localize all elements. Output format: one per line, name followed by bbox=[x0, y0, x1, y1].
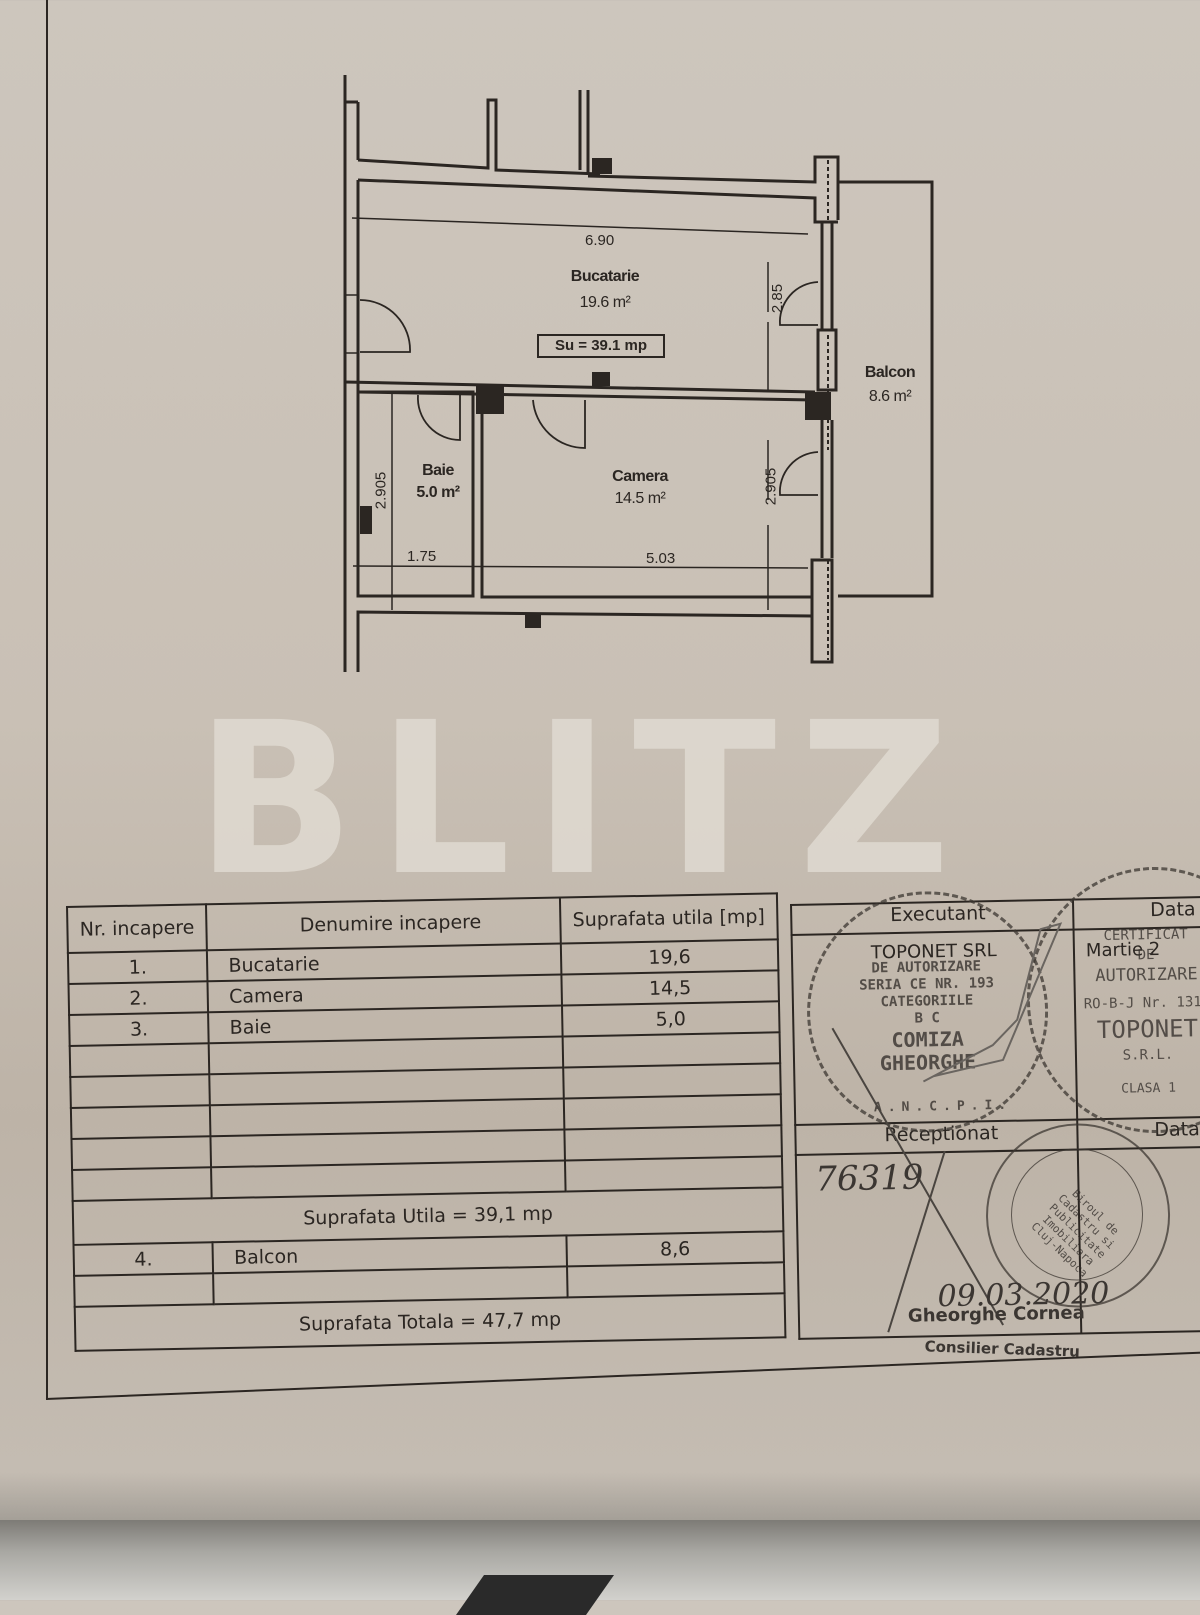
reception-number: 76319 bbox=[814, 1157, 924, 1200]
room-area-camera: 14.5 m² bbox=[614, 490, 666, 507]
signatory-title: Consilier Cadastru bbox=[924, 1337, 1081, 1361]
room-area-baie: 5.0 m² bbox=[416, 484, 460, 501]
dim-kitchen-width: 6.90 bbox=[585, 232, 615, 249]
cell-nr: 4. bbox=[73, 1242, 214, 1276]
dim-bath-depth: 2.905 bbox=[372, 471, 390, 510]
floor-plan: Bucatarie 19.6 m² Su = 39.1 mp Camera 14… bbox=[0, 0, 1200, 700]
dim-room-width: 5.03 bbox=[646, 550, 676, 567]
room-label-camera: Camera bbox=[612, 468, 668, 485]
cell-nr: 3. bbox=[69, 1012, 209, 1046]
cell-nr: 1. bbox=[67, 950, 208, 984]
room-area-table: Nr. incapere Denumire incapere Suprafata… bbox=[66, 892, 786, 1352]
document-border-left bbox=[46, 0, 48, 1400]
background-object bbox=[455, 1575, 615, 1615]
header-area: Suprafata utila [mp] bbox=[559, 893, 778, 944]
header-name: Denumire incapere bbox=[206, 897, 561, 951]
cell-nr: 2. bbox=[68, 981, 209, 1015]
page-bottom-edge bbox=[0, 1520, 1200, 1615]
floor-plan-drawing bbox=[343, 75, 934, 672]
cell-area: 5,0 bbox=[561, 1001, 780, 1037]
dim-room-depth: 2.905 bbox=[762, 467, 780, 506]
cell-area: 19,6 bbox=[560, 939, 779, 975]
cell-area: 8,6 bbox=[566, 1231, 784, 1267]
header-nr: Nr. incapere bbox=[67, 904, 208, 953]
signature-strokes bbox=[831, 922, 1063, 1333]
signatory-name: Gheorghe Cornea bbox=[907, 1302, 1085, 1327]
room-label-baie: Baie bbox=[422, 462, 454, 479]
cell-area: 14,5 bbox=[561, 970, 779, 1006]
room-label-bucatarie: Bucatarie bbox=[570, 268, 640, 285]
su-total-box: Su = 39.1 mp bbox=[537, 334, 665, 358]
dim-kitchen-depth: 2.85 bbox=[769, 283, 787, 314]
blitz-watermark: BLITZ bbox=[195, 677, 973, 922]
room-label-balcon: Balcon bbox=[864, 364, 916, 381]
dim-bath-width: 1.75 bbox=[407, 548, 437, 565]
approval-block: Executant Data Receptionat Data TOPONET … bbox=[790, 864, 1200, 1361]
room-area-bucatarie: 19.6 m² bbox=[579, 294, 631, 311]
room-area-balcon: 8.6 m² bbox=[868, 388, 912, 405]
